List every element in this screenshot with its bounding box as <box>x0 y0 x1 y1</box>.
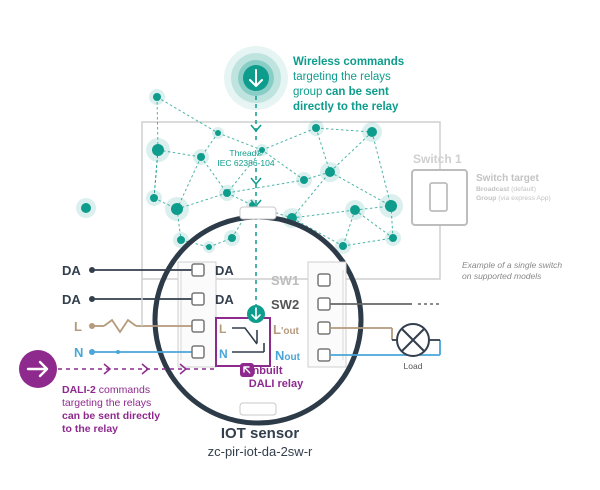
thread-standard: IEC 62386-104 <box>217 158 274 168</box>
dali-text-line2: targeting the relays <box>62 397 151 409</box>
mesh-node <box>296 172 312 188</box>
relay-wireless-icon <box>247 305 265 323</box>
wireless-text-line4: directly to the relay <box>293 101 399 113</box>
dali-text-line3: can be sent directly <box>62 410 160 422</box>
mesh-link <box>200 156 228 194</box>
label-sw2: SW2 <box>271 297 299 312</box>
mesh-link <box>156 96 219 134</box>
label-neutral: N <box>74 345 83 360</box>
relay-title-line1: Inbuilt <box>250 365 283 377</box>
wireless-icon <box>224 46 288 110</box>
left-screw-terminals <box>191 263 205 359</box>
mesh-node <box>212 127 224 139</box>
mesh-link <box>176 192 228 210</box>
wire-da-1 <box>89 267 196 273</box>
load-lamp-icon <box>396 323 440 357</box>
switch-target-title: Switch target <box>476 173 539 184</box>
right-screw-terminals <box>317 273 331 362</box>
mesh-link <box>329 171 392 207</box>
mesh-link <box>315 127 373 133</box>
sensor-clip-top <box>239 206 277 220</box>
mesh-link <box>354 205 392 211</box>
mesh-node <box>256 144 268 156</box>
relay-label-l: L <box>219 322 226 336</box>
example-note-line2: on supported models <box>462 271 542 281</box>
switch-target-broadcast: Broadcast (default) <box>476 186 536 193</box>
mesh-node <box>146 190 162 206</box>
mesh-link <box>291 209 356 219</box>
mesh-link <box>342 209 356 247</box>
relay-dali-icon <box>240 363 254 377</box>
mesh-link <box>342 237 394 247</box>
relay-switch-contact <box>232 327 258 345</box>
mesh-node <box>219 185 235 201</box>
relay-title-line2: DALI relay <box>249 378 304 390</box>
fuse-icon <box>103 318 137 334</box>
mesh-node <box>385 230 401 246</box>
mesh-node <box>345 200 365 220</box>
mesh-link <box>261 149 305 181</box>
wireless-command-path <box>250 96 262 305</box>
mesh-node <box>224 230 240 246</box>
wire-neutral-out <box>330 340 441 356</box>
example-note-line1: Example of a single switch <box>462 260 562 270</box>
label-da-1: DA <box>62 263 81 278</box>
dali-text-line1: DALI-2 commands <box>62 384 150 396</box>
mesh-link <box>208 237 233 248</box>
mesh-node <box>76 198 96 218</box>
mesh-node <box>203 241 215 253</box>
mesh-node <box>193 149 209 165</box>
thread-label: Thread® <box>229 148 263 158</box>
wire-da-2 <box>89 296 196 302</box>
mesh-link <box>226 149 263 194</box>
mesh-node <box>335 238 351 254</box>
sensor-title: IOT sensor <box>221 425 300 442</box>
relay-label-n: N <box>219 347 228 361</box>
wire-live-out <box>330 327 393 340</box>
mesh-node <box>146 138 170 162</box>
label-sw1: SW1 <box>271 273 299 288</box>
sensor-clip-bottom <box>239 402 277 416</box>
mesh-node <box>308 120 324 136</box>
mesh-node <box>165 197 189 221</box>
right-terminal-block <box>307 261 347 368</box>
wire-neutral <box>89 349 196 355</box>
inner-label-da-2: DA <box>215 292 234 307</box>
mesh-link <box>226 179 305 194</box>
relay-box <box>215 317 271 367</box>
mesh-link <box>153 149 159 199</box>
wireless-text-line1: Wireless commands <box>293 56 404 68</box>
wire-live <box>89 279 196 334</box>
mesh-link <box>157 149 202 158</box>
mesh-link <box>153 149 159 199</box>
mesh-lines <box>153 96 394 248</box>
mesh-node <box>149 89 165 105</box>
mesh-nodes <box>76 89 403 254</box>
mesh-node <box>362 122 382 142</box>
label-da-2: DA <box>62 292 81 307</box>
load-label: Load <box>404 361 423 371</box>
mesh-link <box>156 96 159 151</box>
label-live: L <box>74 319 82 334</box>
switch-target-group: Group (via express App) <box>476 195 551 202</box>
wireless-text-line2: targeting the relays <box>293 71 391 83</box>
mesh-link <box>261 127 317 151</box>
dali-text-line4: to the relay <box>62 423 118 435</box>
mesh-node <box>320 162 340 182</box>
wireless-text-line3: group can be sent <box>293 86 389 98</box>
switch-name: Switch 1 <box>413 152 462 166</box>
inner-label-da-1: DA <box>215 263 234 278</box>
label-neutral-out: Nout <box>275 348 301 363</box>
sensor-model: zc-pir-iot-da-2sw-r <box>208 444 313 459</box>
dali-command-path <box>19 350 214 388</box>
label-live-out: L'out <box>273 322 300 337</box>
mesh-node <box>379 194 403 218</box>
switch-device <box>411 169 468 226</box>
